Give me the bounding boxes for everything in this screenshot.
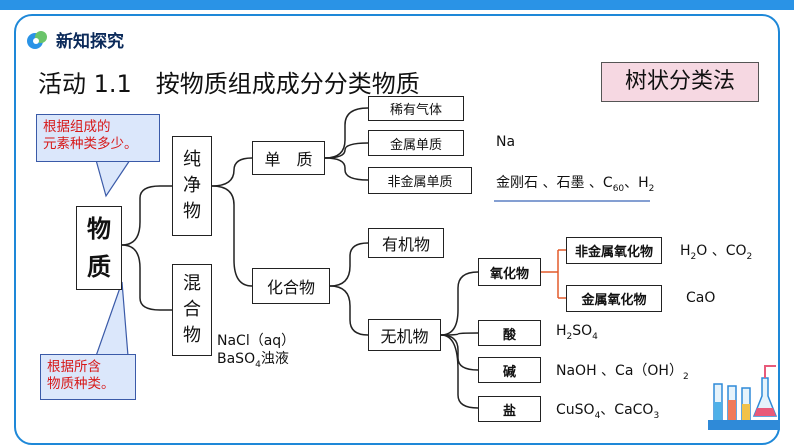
metal-oxide-example: CaO	[686, 290, 716, 306]
salt-b: 、CaCO	[600, 402, 654, 418]
base-box: 碱	[478, 357, 541, 383]
callout-top-line2: 元素种类多少。	[43, 136, 138, 152]
acid-example: H2SO4	[556, 323, 598, 342]
slide-frame	[14, 14, 780, 445]
salt-box: 盐	[478, 396, 541, 422]
nonmetal-example-sub2: 2	[648, 183, 655, 194]
nonmetal-example-sub60: 60	[612, 183, 625, 194]
acid-s1: 2	[566, 331, 573, 342]
top-band	[0, 0, 794, 10]
mixture-char-2: 合	[183, 299, 201, 320]
pure-substance-box: 纯 净 物	[172, 136, 212, 236]
mix2-b: 浊液	[260, 351, 289, 367]
nmo-s1: 2	[690, 251, 697, 262]
mixture-char-1: 混	[183, 273, 201, 294]
noble-gas-box: 稀有气体	[368, 96, 464, 121]
organic-box: 有机物	[368, 228, 444, 258]
inorganic-box: 无机物	[368, 319, 441, 351]
metal-element-box: 金属单质	[368, 130, 464, 156]
activity-title: 活动 1.1 按物质组成成分分类物质	[38, 70, 420, 98]
pure-char-3: 物	[183, 201, 201, 222]
tree-root-box: 物 质	[76, 206, 122, 290]
acid-a: H	[556, 323, 567, 339]
pure-char-2: 净	[183, 175, 201, 196]
simple-substance-box: 单 质	[252, 141, 325, 175]
acid-b: SO	[572, 323, 593, 339]
callout-substance-count: 根据所含 物质种类。	[40, 354, 136, 400]
root-char-1: 物	[87, 215, 111, 243]
acid-s2: 4	[592, 331, 598, 342]
mixture-example-1: NaCl（aq）	[217, 333, 296, 349]
mixture-box: 混 合 物	[172, 264, 212, 356]
callout-bottom-line2: 物质种类。	[47, 376, 115, 392]
nonmetal-oxide-box: 非金属氧化物	[566, 237, 662, 264]
nmo-b: O 、CO	[696, 243, 747, 259]
mixture-example-2: BaSO4浊液	[217, 348, 289, 370]
header-title: 新知探究	[56, 32, 124, 52]
nonmetal-example-a: 金刚石 、石墨 、C	[496, 175, 613, 191]
root-char-2: 质	[87, 253, 111, 281]
oxide-box: 氧化物	[478, 258, 541, 286]
salt-s1: 4	[594, 410, 601, 421]
base-s: 2	[682, 371, 689, 382]
salt-s2: 3	[653, 410, 660, 421]
nonmetal-element-box: 非金属单质	[368, 167, 472, 194]
nonmetal-example: 金刚石 、石墨 、C60、H2	[496, 172, 654, 194]
callout-element-count: 根据组成的 元素种类多少。	[36, 114, 160, 162]
salt-a: CuSO	[556, 402, 595, 418]
logo-icon	[27, 31, 47, 49]
nonmetal-example-b: 、H	[624, 175, 649, 191]
nmo-a: H	[680, 243, 691, 259]
mix2-a: BaSO	[217, 351, 256, 367]
metal-example: Na	[496, 134, 516, 150]
compound-box: 化合物	[252, 268, 330, 304]
metal-oxide-box: 金属氧化物	[566, 285, 662, 312]
mix2-s: 4	[255, 359, 261, 370]
pure-char-1: 纯	[183, 149, 201, 170]
base-a: NaOH 、Ca（OH）	[556, 363, 683, 379]
salt-example: CuSO4、CaCO3	[556, 399, 659, 421]
mixture-char-3: 物	[183, 325, 201, 346]
nmo-s2: 2	[746, 251, 753, 262]
callout-top-line1: 根据组成的	[43, 119, 111, 135]
callout-bottom-line1: 根据所含	[47, 359, 101, 375]
classification-badge: 树状分类法	[601, 62, 759, 102]
base-example: NaOH 、Ca（OH）2	[556, 360, 689, 382]
acid-box: 酸	[478, 320, 541, 346]
lab-flask-icon	[708, 365, 780, 430]
nonmetal-oxide-example: H2O 、CO2	[680, 240, 752, 262]
